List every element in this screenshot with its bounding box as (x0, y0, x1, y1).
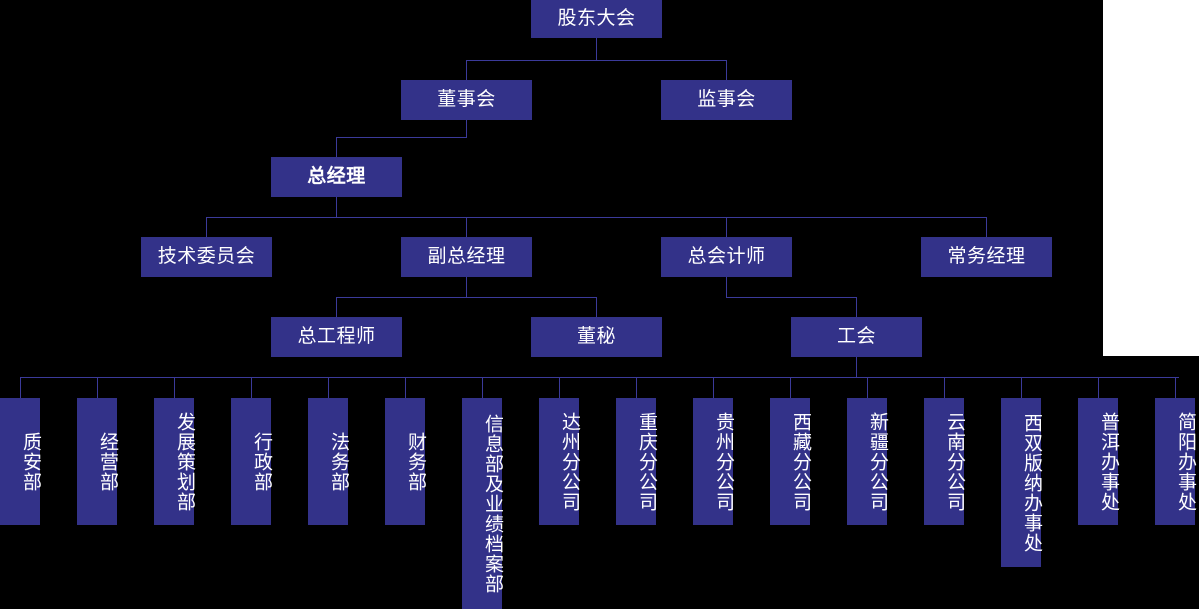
connector-dept-drop-13 (1021, 377, 1022, 398)
connector-l4-exec (986, 217, 987, 237)
connector-dept-drop-3 (251, 377, 252, 398)
node-department-15[interactable]: 简阳办事处 (1155, 398, 1197, 525)
connector-dept-drop-0 (20, 377, 21, 398)
node-department-6[interactable]: 信息部及业绩档案部 (462, 398, 504, 609)
connector-dept-drop-11 (867, 377, 868, 398)
white-panel (1103, 0, 1199, 356)
connector-union-drop (856, 297, 857, 317)
connector-dept-drop-9 (713, 377, 714, 398)
connector-l2-right (726, 60, 727, 80)
connector-board-secretary-drop (596, 297, 597, 317)
node-department-1[interactable]: 经营部 (77, 398, 119, 525)
node-technical-committee[interactable]: 技术委员会 (141, 237, 272, 277)
connector-dept-drop-2 (174, 377, 175, 398)
node-chief-engineer[interactable]: 总工程师 (271, 317, 402, 357)
node-general-manager[interactable]: 总经理 (271, 157, 402, 197)
connector-board-stem (466, 120, 467, 137)
connector-board-gm-bus (336, 137, 467, 138)
node-department-11[interactable]: 新疆分公司 (847, 398, 889, 525)
connector-dept-drop-10 (790, 377, 791, 398)
node-executive-manager[interactable]: 常务经理 (921, 237, 1052, 277)
node-department-0[interactable]: 质安部 (0, 398, 42, 525)
connector-accountant-stem (726, 277, 727, 297)
connector-dept-drop-6 (482, 377, 483, 398)
node-department-10[interactable]: 西藏分公司 (770, 398, 812, 525)
node-department-4[interactable]: 法务部 (308, 398, 350, 525)
node-board-of-supervisors[interactable]: 监事会 (661, 80, 792, 120)
connector-dept-drop-12 (944, 377, 945, 398)
node-chief-accountant[interactable]: 总会计师 (661, 237, 792, 277)
connector-dept-drop-8 (636, 377, 637, 398)
connector-gm-drop (336, 137, 337, 157)
connector-l4-deputy (466, 217, 467, 237)
connector-departments-bus (20, 377, 1179, 378)
node-department-13[interactable]: 西双版纳办事处 (1001, 398, 1043, 567)
connector-deputy-bus (336, 297, 597, 298)
node-shareholders-meeting[interactable]: 股东大会 (531, 0, 662, 38)
connector-dept-drop-7 (559, 377, 560, 398)
connector-union-stem (856, 357, 857, 377)
connector-l2-left (466, 60, 467, 80)
node-department-9[interactable]: 贵州分公司 (693, 398, 735, 525)
connector-l4-bus (206, 217, 987, 218)
node-deputy-general-manager[interactable]: 副总经理 (401, 237, 532, 277)
connector-dept-drop-5 (405, 377, 406, 398)
connector-dept-drop-1 (97, 377, 98, 398)
node-department-12[interactable]: 云南分公司 (924, 398, 966, 525)
connector-dept-drop-14 (1098, 377, 1099, 398)
connector-l2-bus (466, 60, 727, 61)
node-board-of-directors[interactable]: 董事会 (401, 80, 532, 120)
node-board-secretary[interactable]: 董秘 (531, 317, 662, 357)
node-department-5[interactable]: 财务部 (385, 398, 427, 525)
connector-l1-stem (596, 38, 597, 60)
connector-dept-drop-15 (1175, 377, 1176, 398)
node-department-3[interactable]: 行政部 (231, 398, 273, 525)
connector-dept-drop-4 (328, 377, 329, 398)
node-department-8[interactable]: 重庆分公司 (616, 398, 658, 525)
connector-accountant-bus (726, 297, 857, 298)
node-labor-union[interactable]: 工会 (791, 317, 922, 357)
node-department-14[interactable]: 普洱办事处 (1078, 398, 1120, 525)
connector-deputy-stem (466, 277, 467, 297)
node-department-7[interactable]: 达州分公司 (539, 398, 581, 525)
connector-l4-accountant (726, 217, 727, 237)
connector-chief-engineer-drop (336, 297, 337, 317)
node-department-2[interactable]: 发展策划部 (154, 398, 196, 525)
connector-l4-tech (206, 217, 207, 237)
connector-gm-stem (336, 197, 337, 217)
